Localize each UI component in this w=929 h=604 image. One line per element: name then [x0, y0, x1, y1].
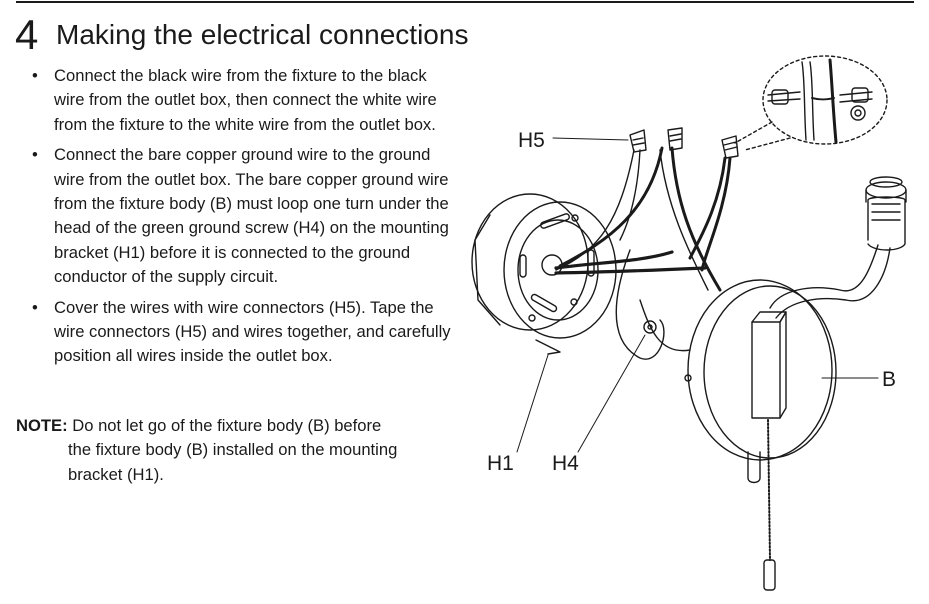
note-line-1: Do not let go of the fixture body (B) be…	[72, 416, 382, 435]
instruction-text: Connect the black wire from the fixture …	[54, 66, 437, 134]
wire-connectors	[629, 127, 739, 159]
callout-h1: H1	[487, 452, 514, 475]
lamp-arm	[769, 176, 907, 319]
ground-screw	[643, 320, 657, 334]
top-rule	[16, 1, 914, 3]
section-title: Making the electrical connections	[56, 19, 469, 50]
bullet-glyph: •	[32, 297, 38, 317]
wiring-illustration: H5 H1 H4 B	[471, 55, 907, 591]
instruction-item: • Cover the wires with wire connectors (…	[30, 296, 460, 369]
instruction-text: Connect the bare copper ground wire to t…	[54, 145, 449, 287]
note-label: NOTE:	[16, 416, 68, 435]
callout-leaders	[516, 137, 879, 453]
bullet-glyph: •	[32, 145, 38, 165]
bullet-glyph: •	[32, 66, 38, 85]
fixture-body	[684, 279, 837, 484]
instruction-text: Cover the wires with wire connectors (H5…	[54, 297, 451, 366]
instruction-item: • Connect the bare copper ground wire to…	[30, 143, 460, 289]
supply-wires	[554, 146, 732, 360]
note-line-3: bracket (H1).	[68, 464, 164, 484]
callout-h4: H4	[552, 452, 579, 475]
detail-magnifier	[734, 55, 888, 151]
step-number: 4	[15, 11, 39, 58]
note-line-2: the fixture body (B) installed on the mo…	[68, 440, 398, 460]
pull-chain	[763, 419, 776, 591]
instruction-item: • Connect the black wire from the fixtur…	[30, 64, 460, 137]
callout-h5: H5	[518, 129, 545, 152]
outlet-box	[471, 193, 617, 355]
note-block: NOTE: Do not let go of the fixture body …	[16, 414, 456, 487]
instruction-list: • Connect the black wire from the fixtur…	[30, 64, 460, 375]
callout-b: B	[882, 368, 896, 391]
